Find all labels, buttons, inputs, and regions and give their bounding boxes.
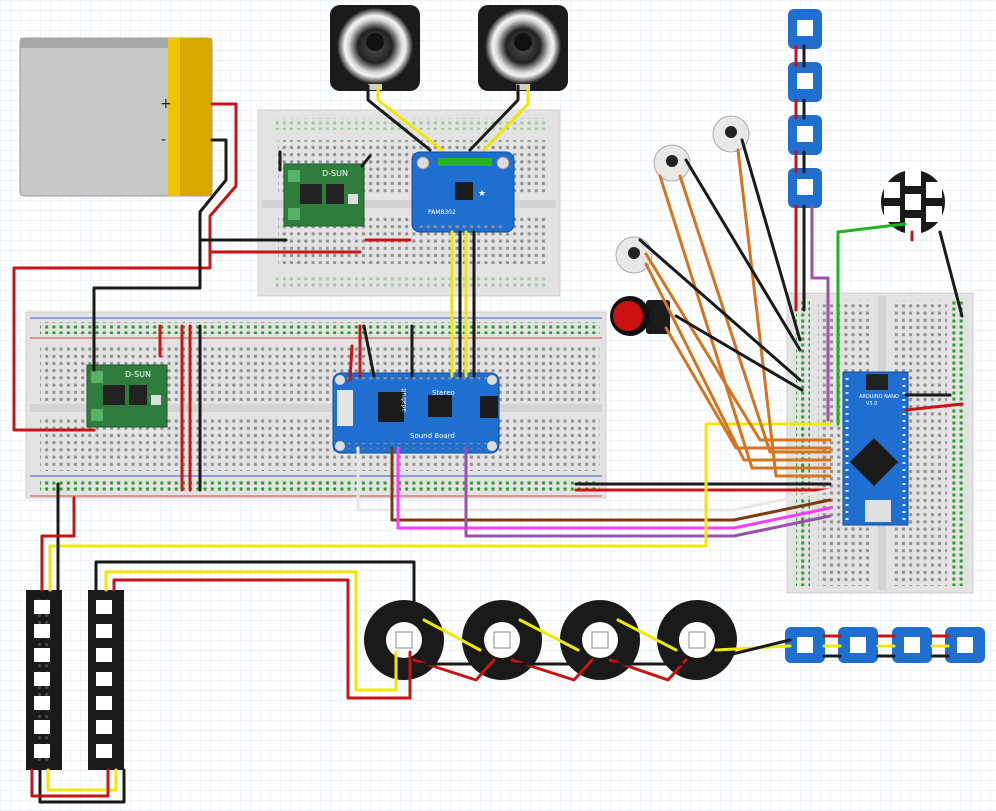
stereo-label: Stereo xyxy=(432,389,455,397)
nano-name-label: ARDUINO NANO xyxy=(859,394,899,400)
dsun-label-main: D-SUN xyxy=(125,370,151,379)
amp-name-label: PAM8302 xyxy=(428,209,456,216)
neopixel-jewel xyxy=(881,170,945,234)
neopixel-stick-left xyxy=(26,590,62,770)
neopixel-ring-4 xyxy=(657,600,737,680)
sound-board-label: Sound Board xyxy=(410,432,455,440)
push-button xyxy=(610,296,670,336)
adafruit-star-icon: ★ xyxy=(478,189,486,199)
neopixel-ring-3 xyxy=(560,600,640,680)
lipo-battery: + - xyxy=(19,37,213,197)
battery-plus-label: + xyxy=(160,96,172,112)
neopixel-stick-right xyxy=(88,590,124,770)
battery-minus-label: - xyxy=(161,132,166,148)
speaker-right xyxy=(478,5,568,91)
nano-version-label: V3.0 xyxy=(866,401,877,407)
dsun-label-top: D-SUN xyxy=(322,169,348,178)
sound-board-brand: adafruit xyxy=(401,388,408,412)
neopixel-mini-vertical xyxy=(788,9,822,208)
neopixel-mini-horizontal xyxy=(785,627,985,663)
dsun-regulator-main: D-SUN xyxy=(86,364,168,428)
dsun-regulator-top: D-SUN xyxy=(283,163,365,227)
arduino-nano: ARDUINO NANO V3.0 xyxy=(842,371,909,526)
speaker-left xyxy=(330,5,420,91)
wires xyxy=(12,44,964,804)
potentiometer-2 xyxy=(653,144,691,182)
potentiometer-1 xyxy=(615,236,653,274)
neopixel-ring-2 xyxy=(462,600,542,680)
audio-fx-sound-board: Stereo Sound Board adafruit xyxy=(332,372,500,454)
neopixel-ring-1 xyxy=(364,600,444,680)
potentiometer-3 xyxy=(712,115,750,153)
stereo-amplifier-board: ★ PAM8302 xyxy=(411,151,515,233)
